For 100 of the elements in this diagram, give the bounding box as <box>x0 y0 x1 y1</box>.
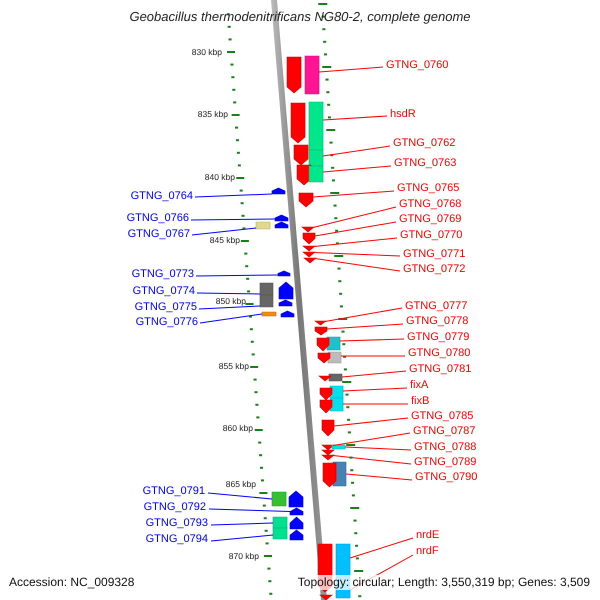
leader-line <box>342 388 408 392</box>
gene-box <box>256 222 270 230</box>
gene-label: GTNG_0765 <box>397 182 460 195</box>
leader-line <box>322 166 392 172</box>
leader-line <box>192 228 256 236</box>
scale-label: 830 kbp <box>192 47 222 57</box>
gene-pentagon <box>290 516 304 530</box>
scale-label: 860 kbp <box>222 423 253 433</box>
scale-label: 865 kbp <box>226 479 256 489</box>
gene-label: GTNG_0780 <box>408 347 470 360</box>
gene-pentagon <box>274 214 288 222</box>
gene-triangle <box>303 258 317 264</box>
scale-label: 835 kbp <box>198 109 228 119</box>
leader-line <box>314 222 396 236</box>
gene-label: GTNG_0791 <box>142 485 205 498</box>
scale-label: 870 kbp <box>228 551 259 561</box>
gene-pentagon <box>314 326 328 336</box>
gene-box <box>272 492 286 506</box>
scale-label: 845 kbp <box>210 235 240 245</box>
leader-line <box>208 508 290 512</box>
scale-label: 855 kbp <box>218 361 249 371</box>
gene-box <box>308 166 324 182</box>
leader-line <box>210 534 274 542</box>
gene-label: GTNG_0779 <box>407 331 470 344</box>
gene-label: GTNG_0774 <box>132 285 195 298</box>
leader-line <box>340 338 404 342</box>
scale-label: 840 kbp <box>204 172 235 182</box>
gene-box <box>328 374 342 382</box>
gene-pentagon <box>274 222 288 228</box>
gene-label: GTNG_0776 <box>136 316 198 329</box>
leader-line <box>314 238 398 247</box>
gene-label: GTNG_0771 <box>403 248 466 261</box>
leader-line <box>196 292 260 294</box>
gene-label: nrdF <box>416 545 439 558</box>
gene-pentagon <box>286 56 302 94</box>
leader-line <box>344 446 412 450</box>
gene-label: GTNG_0768 <box>399 198 462 211</box>
gene-label: GTNG_0788 <box>414 441 476 454</box>
gene-label: GTNG_0775 <box>134 301 197 314</box>
gene-box <box>332 444 346 450</box>
gene-label: hsdR <box>390 108 416 121</box>
gene-triangle <box>319 594 333 600</box>
gene-label: GTNG_0762 <box>393 137 456 150</box>
gene-pentagon <box>294 144 308 166</box>
leader-line <box>332 432 410 446</box>
gene-label: GTNG_0787 <box>413 425 476 438</box>
gene-box <box>260 282 274 296</box>
gene-box <box>308 150 324 166</box>
gene-label: GTNG_0764 <box>130 190 193 203</box>
gene-triangle <box>318 376 332 382</box>
gene-pentagon <box>316 338 330 352</box>
gene-pentagon <box>278 270 290 276</box>
gene-label: GTNG_0763 <box>394 157 456 170</box>
gene-box <box>272 516 288 528</box>
gene-pentagon <box>302 232 316 244</box>
leader-line <box>322 146 390 156</box>
gene-pentagon <box>280 310 294 318</box>
gene-triangle <box>302 252 316 258</box>
leader-line <box>326 324 404 330</box>
gene-label: fixA <box>410 379 428 392</box>
gene-label: fixB <box>411 395 430 408</box>
gene-triangle <box>302 246 316 252</box>
gene-pentagon <box>290 530 304 540</box>
gene-pentagon <box>318 352 330 364</box>
gene-box <box>308 102 324 150</box>
title: Geobacillus thermodenitrificans NG80-2, complete genome <box>128 9 472 24</box>
gene-box <box>262 312 276 316</box>
leader-line <box>190 218 276 220</box>
gene-label: GTNG_0773 <box>132 268 194 281</box>
scale-label: 850 kbp <box>216 296 246 306</box>
gene-triangle <box>321 454 335 460</box>
gene-pentagon <box>298 192 314 208</box>
gene-pentagon <box>272 188 286 194</box>
leader-line <box>314 252 400 256</box>
leader-line <box>194 194 272 198</box>
gene-label: GTNG_0781 <box>409 363 472 376</box>
leader-line <box>318 66 384 72</box>
gene-label: GTNG_0789 <box>414 456 476 469</box>
leader-line <box>312 190 394 198</box>
leader-line <box>312 206 396 228</box>
leader-line <box>314 258 400 272</box>
genome-summary-text: Topology: circular; Length: 3,550,319 bp; Genes: 3,509 <box>298 575 590 590</box>
gene-label: GTNG_0772 <box>403 263 466 276</box>
leader-line <box>332 455 412 464</box>
gene-box <box>272 528 288 540</box>
gene-label: GTNG_0793 <box>146 517 208 530</box>
leader-line <box>200 314 262 324</box>
gene-label: GTNG_0770 <box>400 229 462 242</box>
gene-triangle <box>314 320 327 326</box>
gene-pentagon <box>322 462 336 488</box>
accession-text: Accession: NC_009328 <box>9 575 134 590</box>
leader-line <box>350 538 414 558</box>
leader-line <box>208 492 272 500</box>
gene-label: GTNG_0760 <box>386 59 448 72</box>
gene-label: nrdE <box>416 529 440 542</box>
leader-line <box>198 306 260 310</box>
gene-label: GTNG_0777 <box>405 300 468 313</box>
gene-label: GTNG_0766 <box>126 212 189 225</box>
gene-label: GTNG_0794 <box>146 533 208 546</box>
gene-pentagon <box>320 388 332 400</box>
